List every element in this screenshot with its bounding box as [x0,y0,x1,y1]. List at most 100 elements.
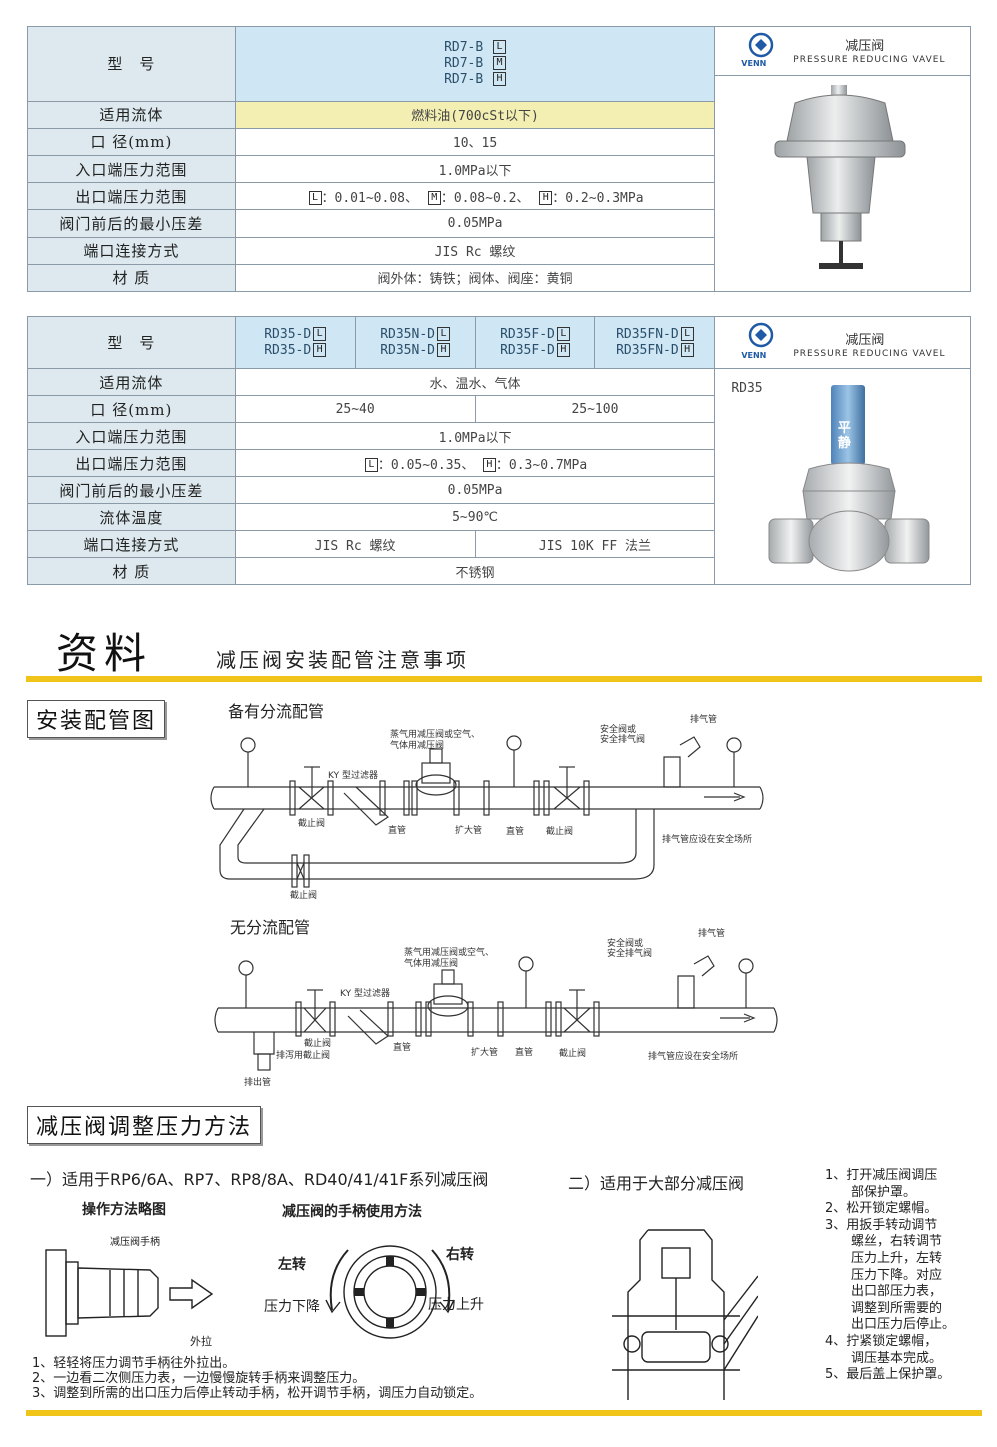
pressure-up-label: 压力上升 [428,1297,484,1313]
diagram1-title: 备有分流配管 [228,702,325,721]
step: 压力下降。对应 [825,1267,943,1283]
piping-diagram-no-bypass [214,955,778,1071]
right-turn-label: 右转 [446,1247,474,1263]
model-line: RD7-B L [236,40,715,56]
product-panel-rd7: VENN 减压阀 PRESSURE REDUCING VAVEL [714,26,971,292]
step: 压力上升，左转 [825,1250,943,1266]
label-drain-stop: 排泻用截止阀 [276,1051,331,1061]
step: 4、拧紧锁定螺帽， [825,1333,938,1349]
row-label-material: 材 质 [27,557,236,585]
handle-rotation-diagram [325,1245,455,1339]
product-label: RD35 [731,381,763,396]
part2-steps: 1、打开减压阀调压 部保护罩。 2、松开锁定螺帽。 3、用扳手转动调节 螺丝，右… [825,1168,955,1384]
label-expand: 扩大管 [471,1048,499,1058]
row-value-conn-right: JIS 10K FF 法兰 [474,530,716,558]
row-value-inlet: 1.0MPa以下 [234,154,716,184]
divider-bar [26,676,982,682]
row-label-fluid: 适用流体 [27,100,236,129]
label-stop1: 截止阀 [298,819,326,829]
model-label: 型 号 [27,316,236,369]
brand-logo-text: VENN [741,59,767,68]
model-line: RD7-B H [236,72,715,88]
row-label-outlet: 出口端压力范围 [27,182,236,211]
row-value-size: 10、15 [234,127,716,156]
part2-title: 二）适用于大部分减压阀 [568,1174,745,1193]
step: 出口压力后停止。 [825,1317,956,1333]
step: 3、调整到所需的出口压力后停止转动手柄，松开调节手柄，调压力自动锁定。 [32,1386,483,1401]
label-safety: 安全阀或 [607,939,644,949]
row-value-outlet: L：0.05~0.35、 H：0.3~0.7MPa [234,449,716,477]
info-subtitle: 减压阀安装配管注意事项 [216,648,469,672]
label-note: 排气管应设在安全场所 [648,1052,739,1062]
pressure-down-label: 压力下降 [264,1299,320,1315]
step: 1、打开减压阀调压 [825,1168,938,1183]
product-badge: 平静 [837,421,851,451]
row-value-fluid: 水、温水、气体 [234,368,716,396]
row-label-inlet: 入口端压力范围 [27,422,236,450]
row-value-inlet: 1.0MPa以下 [234,422,716,450]
pull-label: 外拉 [190,1335,212,1348]
row-value-temp: 5~90℃ [234,503,716,531]
label-stop1: 截止阀 [304,1039,332,1049]
brand-title-cn: 减压阀 [845,333,885,348]
label-straight1: 直管 [388,826,407,836]
label-vent: 排气管 [698,929,726,939]
brand-header: VENN 减压阀 PRESSURE REDUCING VAVEL [715,27,970,76]
label-straight2: 直管 [506,827,525,837]
step: 调压基本完成。 [825,1350,943,1366]
label-safety2: 安全排气阀 [607,949,653,959]
label-reducer: 蒸气用减压阀或空气、 [390,730,481,740]
row-value-size-right: 25~100 [474,395,716,423]
row-label-size: 口 径(mm) [27,127,236,156]
valve-photo-rd7 [774,85,906,269]
step: 3、用扳手转动调节 [825,1217,938,1233]
row-label-size: 口 径(mm) [27,395,236,423]
info-title: 资料 [56,629,153,678]
row-value-diff: 0.05MPa [234,476,716,504]
label-reducer2: 气体用减压阀 [404,959,459,969]
step: 出口部压力表， [825,1284,943,1300]
label-reducer: 蒸气用减压阀或空气、 [404,948,495,958]
model-label: 型 号 [27,26,236,102]
part1-handle-title: 减压阀的手柄使用方法 [282,1204,422,1220]
venn-logo-icon [749,322,774,348]
step: 调整到所需要的 [825,1300,943,1316]
label-safety2: 安全排气阀 [600,735,646,745]
row-label-fluid: 适用流体 [27,368,236,396]
venn-logo-icon [749,32,774,58]
spec-table-rd7: 型 号 RD7-B L RD7-B M RD7-B H VENN 减压阀 PRE… [27,26,971,293]
row-value-material: 阀外体：铸铁；阀体、阀座：黄铜 [234,263,716,293]
handle-pull-diagram [45,1249,214,1337]
brand-title-en: PRESSURE REDUCING VAVEL [793,349,946,359]
model-cell: RD7-B L RD7-B M RD7-B H [234,26,716,102]
row-value-diff: 0.05MPa [234,209,716,238]
label-straight2: 直管 [515,1048,534,1058]
label-stop2: 截止阀 [546,827,574,837]
row-value-material: 不锈钢 [234,557,716,585]
label-expand: 扩大管 [455,826,483,836]
left-turn-label: 左转 [278,1257,306,1273]
label-drain: 排出管 [244,1078,272,1088]
row-value-fluid: 燃料油(700cSt以下) [234,100,716,129]
step: 1、轻轻将压力调节手柄往外拉出。 [32,1356,236,1371]
row-label-outlet: 出口端压力范围 [27,449,236,477]
row-value-conn-left: JIS Rc 螺纹 [234,530,476,558]
label-reducer2: 气体用减压阀 [390,741,445,751]
valve-photo-rd35 [768,385,930,572]
row-label-conn: 端口连接方式 [27,530,236,558]
handle-label: 减压阀手柄 [110,1237,160,1248]
row-label-inlet: 入口端压力范围 [27,154,236,184]
label-straight1: 直管 [393,1043,412,1053]
label-filter: KY 型过滤器 [340,989,390,999]
product-panel-rd35: RD35 平静 [714,368,971,585]
install-heading: 安装配管图 [27,700,166,738]
part1-title: 一）适用于RP6/6A、RP7、RP8/8A、RD40/41/41F系列减压阀 [30,1170,489,1189]
bottom-divider-bar [26,1410,982,1416]
step: 2、一边看二次侧压力表，一边慢慢旋转手柄来调整压力。 [32,1371,366,1386]
label-vent: 排气管 [690,715,718,725]
